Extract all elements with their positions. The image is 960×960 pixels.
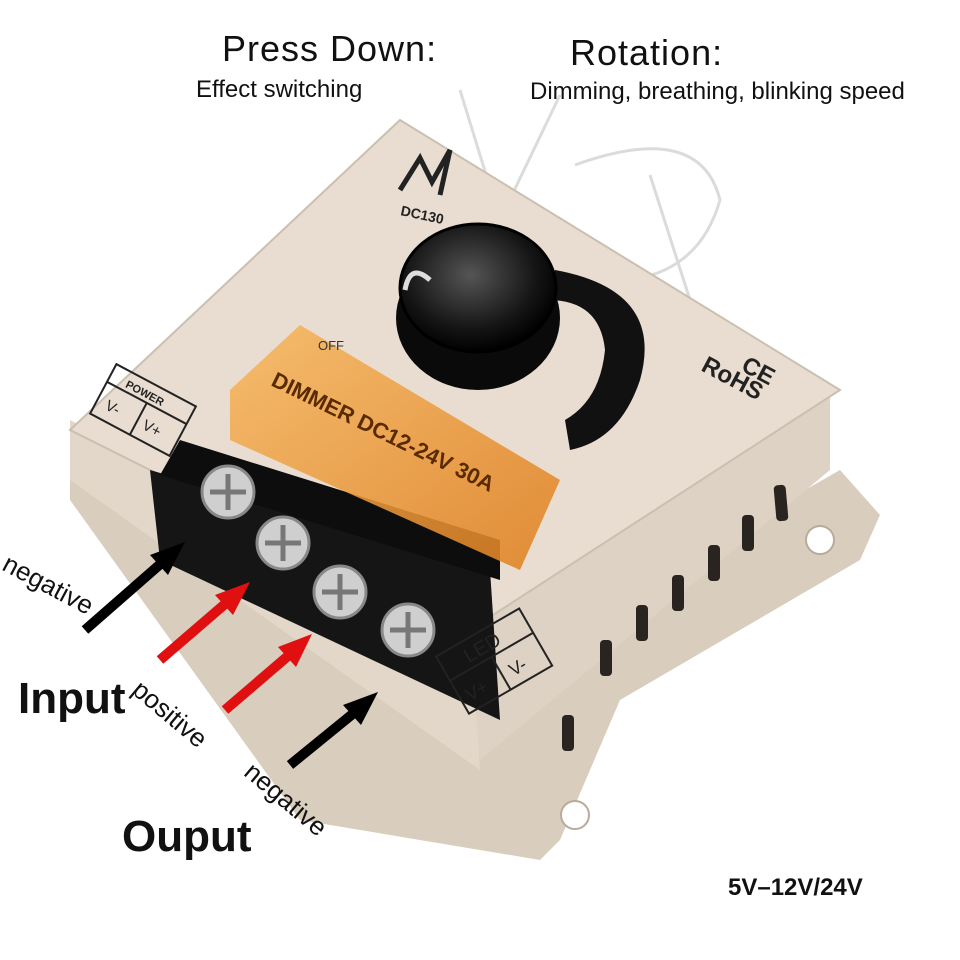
arrow-output-positive (221, 634, 312, 714)
label-output: Ouput (122, 812, 252, 861)
screw-terminal (255, 515, 311, 571)
press-down-title: Press Down: (222, 28, 438, 69)
dimming-arc-marking (548, 270, 645, 450)
rotary-knob[interactable] (396, 222, 560, 390)
power-left: V- (102, 397, 123, 419)
rotation-title: Rotation: (570, 32, 724, 73)
mounting-hole (560, 800, 590, 830)
arrow-input-negative (81, 542, 185, 634)
label-input: Input (18, 674, 126, 723)
screw-terminal (312, 564, 368, 620)
screw-terminal (200, 464, 256, 520)
press-down-description: Effect switching (196, 76, 363, 103)
power-right: V+ (139, 417, 164, 441)
voltage-range: 5V–12V/24V (728, 874, 863, 901)
screw-terminal (380, 602, 436, 658)
rotation-description: Dimming, breathing, blinking speed (530, 78, 905, 105)
terminal-block (150, 440, 500, 720)
arrow-output-negative (286, 692, 378, 769)
off-mark: OFF (318, 338, 344, 353)
arrow-input-positive (156, 582, 250, 664)
mounting-hole (805, 525, 835, 555)
